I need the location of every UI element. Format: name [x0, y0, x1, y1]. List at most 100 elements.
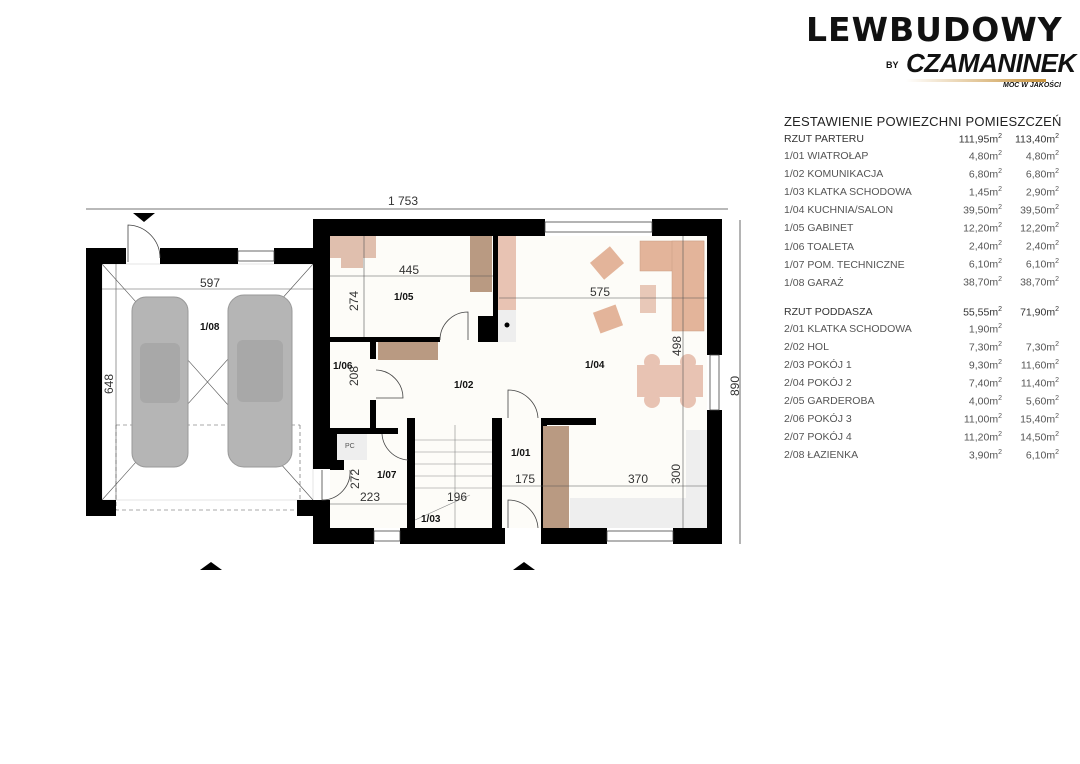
- table-row: 2/08 ŁAZIENKA 3,90m2 6,10m2: [784, 446, 1064, 464]
- furniture: [330, 236, 707, 528]
- room-label-1-07: 1/07: [377, 470, 397, 481]
- room-area-gross: 39,50m2: [1020, 204, 1059, 217]
- section-area-net: 111,95m2: [958, 132, 1002, 146]
- room-name: 1/01 WIATROŁAP: [784, 150, 869, 163]
- room-area-gross: 12,20m2: [1020, 222, 1059, 235]
- room-label-1-06: 1/06: [333, 361, 353, 372]
- dim-175: 175: [515, 472, 535, 486]
- room-area-gross: 15,40m2: [1020, 413, 1059, 426]
- room-name: 2/03 POKÓJ 1: [784, 358, 852, 371]
- table-row: 2/01 KLATKA SCHODOWA 1,90m2: [784, 320, 1064, 338]
- doors: [127, 224, 539, 529]
- area-table: ZESTAWIENIE POWIEZCHNI POMIESZCZEŃ RZUT …: [784, 114, 1064, 465]
- room-area-net: 12,20m2: [963, 222, 1002, 235]
- room-area-net: 6,80m2: [968, 167, 1002, 181]
- entrance-arrow-icon: [513, 562, 535, 570]
- table-row: 2/06 POKÓJ 3 11,00m2 15,40m2: [784, 410, 1064, 428]
- room-area-gross: 11,40m2: [1020, 376, 1059, 390]
- room-label-1-02: 1/02: [454, 380, 474, 391]
- table-row: 1/08 GARAŻ 38,70m2 38,70m2: [784, 274, 1064, 292]
- table-row: 2/02 HOL 7,30m2 7,30m2: [784, 338, 1064, 356]
- room-area-net: 4,00m2: [968, 394, 1002, 408]
- room-name: 2/01 KLATKA SCHODOWA: [784, 322, 912, 335]
- room-name: 1/06 TOALETA: [784, 240, 855, 253]
- dimension-lines: [330, 236, 707, 528]
- section-name: RZUT PARTERU: [784, 133, 864, 145]
- room-area-gross: 14,50m2: [1020, 431, 1059, 444]
- room-name: 1/08 GARAŻ: [784, 276, 844, 289]
- section-area-gross: 71,90m2: [1020, 305, 1059, 319]
- room-label-1-04: 1/04: [585, 360, 605, 371]
- logo-by: BY: [886, 60, 899, 70]
- dim-300: 300: [669, 464, 683, 484]
- dim-498: 498: [670, 336, 684, 356]
- room-area-gross: 7,30m2: [1025, 340, 1059, 354]
- stairs: [414, 425, 492, 528]
- room-name: 2/07 POKÓJ 4: [784, 431, 852, 444]
- room-area-net: 1,90m2: [968, 322, 1002, 336]
- room-area-net: 3,90m2: [968, 449, 1002, 462]
- room-label-1-03: 1/03: [421, 514, 441, 525]
- windows: [237, 221, 720, 542]
- room-name: 1/04 KUCHNIA/SALON: [784, 204, 894, 217]
- dim-total-depth: 890: [728, 376, 742, 396]
- dim-274: 274: [347, 291, 361, 311]
- room-name: 2/02 HOL: [784, 340, 829, 353]
- walls: [86, 219, 722, 544]
- dim-223: 223: [360, 490, 380, 504]
- room-label-1-01: 1/01: [511, 448, 531, 459]
- dim-total-width: 1 753: [388, 194, 418, 208]
- entrance-arrow-icon: [200, 562, 222, 570]
- logo-brand: CZAMANINEK: [906, 48, 1076, 78]
- room-area-gross: 2,90m2: [1025, 185, 1059, 199]
- room-area-net: 11,20m2: [963, 431, 1002, 444]
- room-name: 2/08 ŁAZIENKA: [784, 449, 859, 462]
- room-area-gross: 4,80m2: [1025, 149, 1059, 163]
- dim-garage-width: 597: [200, 276, 220, 290]
- room-area-net: 1,45m2: [968, 185, 1002, 199]
- room-area-gross: 6,80m2: [1025, 167, 1059, 181]
- room-name: 1/02 KOMUNIKACJA: [784, 168, 884, 181]
- dim-208: 208: [347, 366, 361, 386]
- table-row: 2/03 POKÓJ 1 9,30m2 11,60m2: [784, 356, 1064, 374]
- room-area-net: 39,50m2: [963, 204, 1002, 217]
- dim-garage-depth: 648: [102, 374, 116, 394]
- room-area-net: 7,30m2: [968, 340, 1002, 354]
- dim-370: 370: [628, 472, 648, 486]
- logo-bar: [906, 79, 1046, 82]
- table-row: 1/02 KOMUNIKACJA 6,80m2 6,80m2: [784, 165, 1064, 183]
- table-row: 2/07 POKÓJ 4 11,20m2 14,50m2: [784, 428, 1064, 446]
- room-area-net: 38,70m2: [963, 276, 1002, 289]
- room-area-net: 9,30m2: [968, 358, 1002, 372]
- table-row: 1/04 KUCHNIA/SALON 39,50m2 39,50m2: [784, 201, 1064, 219]
- table-row: 1/01 WIATROŁAP 4,80m2 4,80m2: [784, 147, 1064, 165]
- logo-main: LEWBUDOWY: [806, 10, 1063, 49]
- section-area-net: 55,55m2: [963, 305, 1002, 319]
- room-name: 2/04 POKÓJ 2: [784, 377, 852, 390]
- room-area-net: 4,80m2: [968, 149, 1002, 163]
- room-area-gross: 6,10m2: [1025, 449, 1059, 462]
- car-icon: [227, 294, 293, 468]
- room-name: 1/07 POM. TECHNICZNE: [784, 258, 905, 271]
- room-area-gross: 5,60m2: [1025, 394, 1059, 408]
- room-area-gross: 11,60m2: [1020, 358, 1059, 372]
- room-label-1-08: 1/08: [200, 322, 220, 333]
- room-area-gross: 38,70m2: [1020, 276, 1059, 289]
- room-area-gross: 6,10m2: [1025, 258, 1059, 271]
- table-title: ZESTAWIENIE POWIEZCHNI POMIESZCZEŃ: [784, 114, 1062, 129]
- room-name: 2/06 POKÓJ 3: [784, 413, 852, 426]
- room-area-net: 11,00m2: [963, 413, 1002, 426]
- car-icon: [131, 296, 189, 468]
- pc-label: PC: [345, 443, 355, 450]
- room-area-gross: 2,40m2: [1025, 240, 1059, 253]
- room-label-1-05: 1/05: [394, 292, 414, 303]
